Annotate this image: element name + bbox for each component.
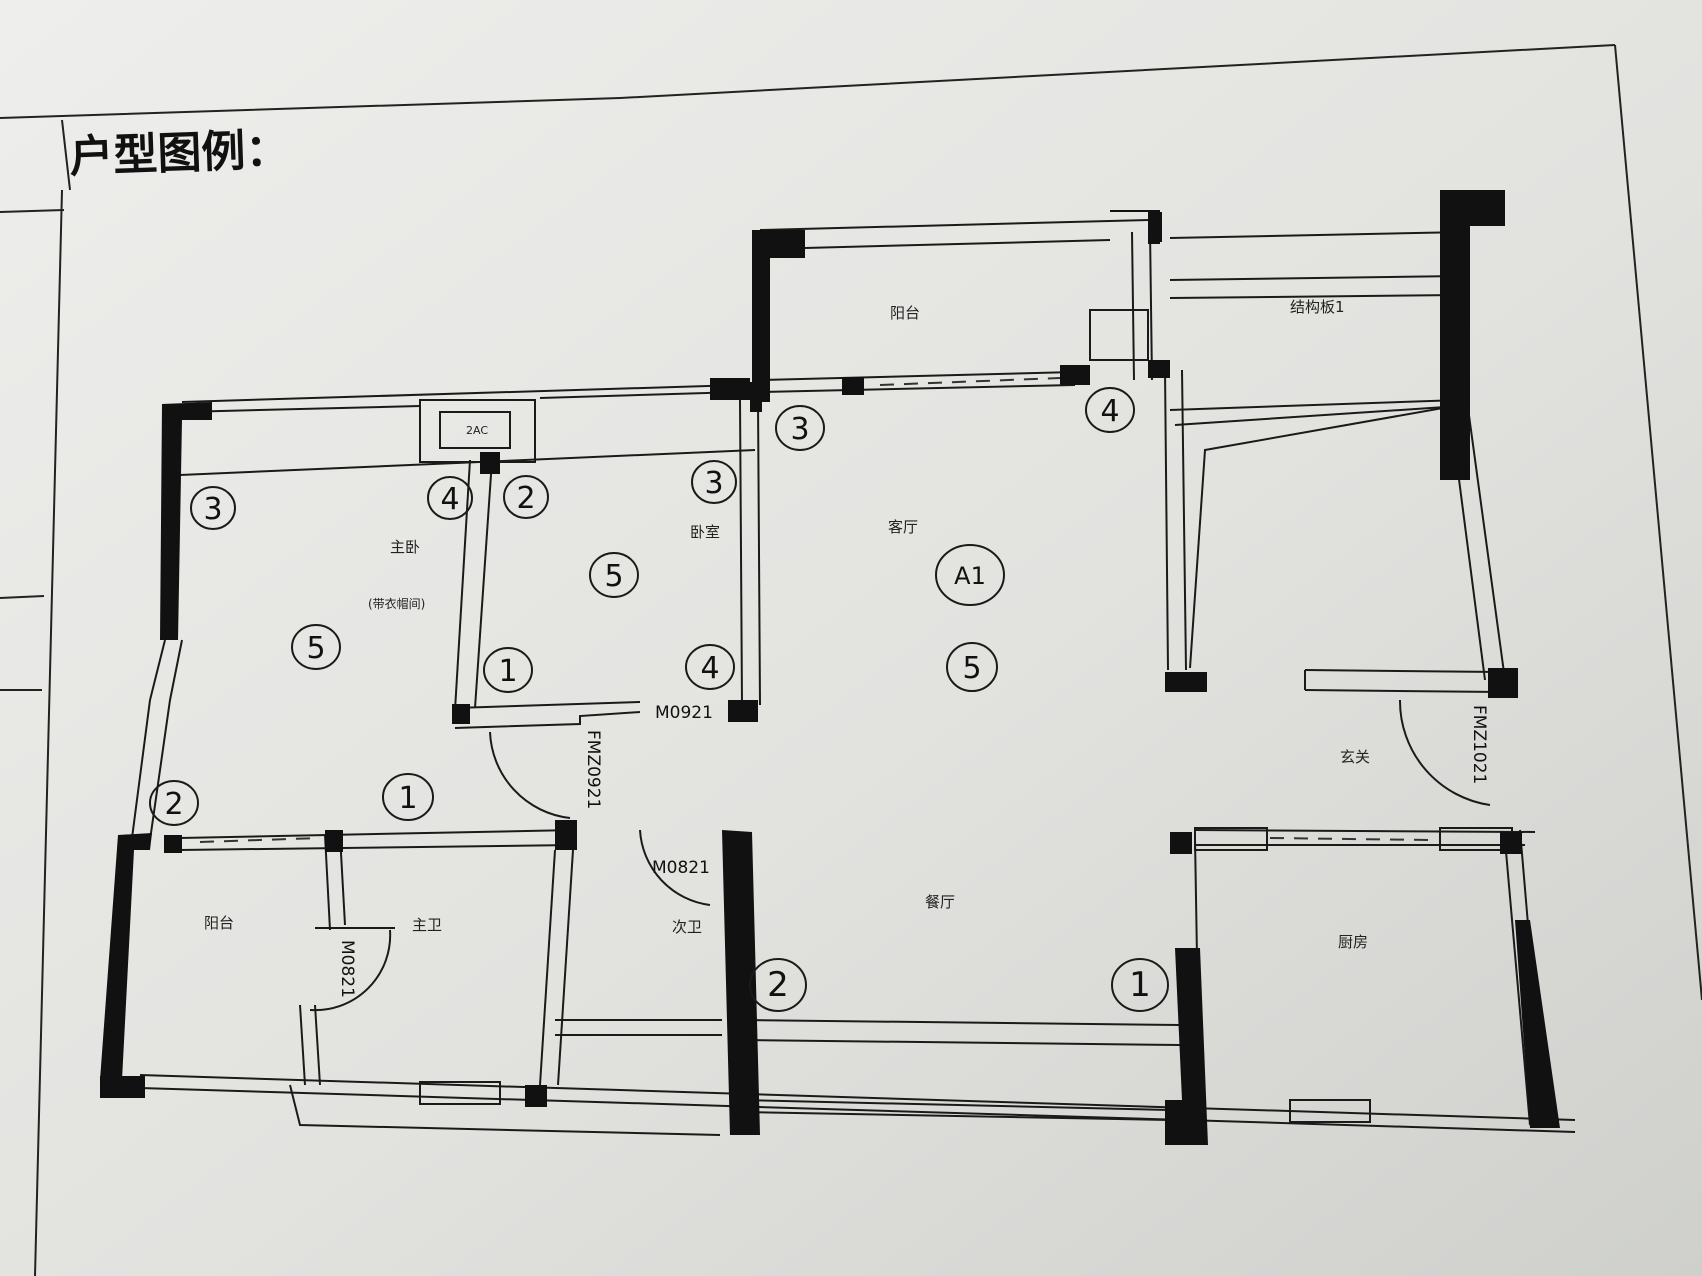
- room-bedroom: 卧室: [690, 523, 720, 541]
- drawing-frame: [0, 44, 1702, 1276]
- window-marks: [199, 377, 1431, 843]
- tag-4-a: 4: [440, 482, 459, 517]
- circle-tag-labels: A1 3 4 2 3 3 4 5 5 1 4 5 2 1 2 1: [164, 394, 1150, 1005]
- door-code-fmz1021: FMZ1021: [1469, 705, 1489, 784]
- room-balcony-left: 阳台: [204, 914, 234, 932]
- tag-5-c: 5: [962, 651, 981, 686]
- room-living: 客厅: [888, 518, 918, 536]
- unit-tag: A1: [954, 562, 986, 590]
- tag-3-b: 3: [704, 466, 723, 501]
- room-master-bedroom-sub: (带衣帽间): [368, 596, 425, 611]
- tag-1-a: 1: [498, 654, 517, 689]
- room-labels: 阳台 结构板1 客厅 主卧 (带衣帽间) 卧室 玄关 阳台 主卫 次卫 餐厅 厨…: [204, 298, 1370, 951]
- tag-1-b: 1: [398, 781, 417, 816]
- room-kitchen: 厨房: [1338, 933, 1368, 951]
- tag-4-c: 4: [700, 651, 719, 686]
- room-structural-slab: 结构板1: [1290, 298, 1345, 316]
- tag-1-c: 1: [1129, 965, 1151, 1005]
- door-code-m0821-b: M0821: [337, 940, 357, 998]
- circle-tags: [149, 387, 1169, 1012]
- room-master-bath: 主卫: [412, 916, 442, 934]
- tag-2-b: 2: [164, 787, 183, 822]
- room-balcony-top: 阳台: [890, 304, 920, 322]
- door-code-fmz0921: FMZ0921: [583, 730, 603, 809]
- ac-unit-label: 2AC: [466, 424, 488, 437]
- room-foyer: 玄关: [1340, 748, 1370, 766]
- door-code-m0921: M0921: [655, 703, 713, 723]
- unit-tag-circle: [935, 544, 1005, 606]
- tag-3-c: 3: [790, 412, 809, 447]
- tag-3-a: 3: [203, 492, 222, 527]
- room-master-bedroom: 主卧: [390, 538, 420, 556]
- tag-2-c: 2: [767, 965, 789, 1005]
- room-dining: 餐厅: [925, 893, 955, 911]
- tag-5-a: 5: [604, 559, 623, 594]
- structural-walls: [100, 190, 1560, 1145]
- tag-5-b: 5: [306, 631, 325, 666]
- door-code-m0821-a: M0821: [652, 858, 710, 878]
- tag-2-a: 2: [516, 481, 535, 516]
- wall-outlines: [131, 219, 1576, 1136]
- tag-4-b: 4: [1100, 394, 1119, 429]
- door-codes: M0921 FMZ0921 M0821 M0821 FMZ1021: [337, 703, 1489, 998]
- legend-title: 户型图例：: [69, 124, 291, 183]
- room-second-bath: 次卫: [672, 918, 702, 936]
